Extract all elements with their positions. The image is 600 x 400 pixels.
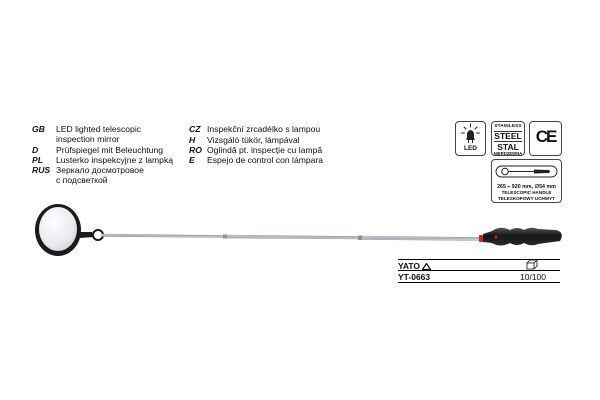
- table-bottom-rule: [398, 282, 560, 283]
- dimensions-label: 265 ÷ 920 mm, ∅54 mm: [497, 184, 556, 190]
- lang-text: с подсветкой: [56, 175, 108, 185]
- lang-text: LED lighted telescopic: [56, 124, 142, 134]
- telescopic-handle-pl: TELESKOPOWY UCHWYT: [497, 195, 556, 201]
- packing-quantity: 10/100: [520, 272, 546, 282]
- lang-code: CZ: [189, 124, 201, 134]
- brand-triangle-icon: [421, 261, 433, 270]
- lang-text: Lusterko inspekcyjne z lampką: [56, 155, 174, 165]
- ce-mark: CE: [535, 127, 558, 146]
- inspection-mirror-image: [35, 204, 562, 256]
- telescopic-mirror-icon: [495, 165, 558, 178]
- package-box-icon: [526, 259, 538, 270]
- lang-text: Inspekční zrcadélko s lampou: [207, 124, 321, 134]
- led-bulb-icon: [461, 123, 480, 143]
- lang-text: Prüfspiegel mit Beleuchtung: [56, 145, 164, 155]
- ce-badge: CE: [529, 121, 562, 156]
- led-badge: LED: [455, 121, 486, 156]
- lang-text: Зеркало досмотровое: [56, 165, 144, 175]
- steel-label: STEEL: [494, 130, 522, 143]
- table-middle-rule: [398, 270, 560, 271]
- lang-code: PL: [32, 155, 43, 165]
- brand-logo: YATO: [398, 261, 433, 271]
- lang-code: D: [32, 145, 39, 155]
- lang-code: RUS: [32, 165, 51, 175]
- stainless-steel-badge: STAINLESS STEEL STAL NIERDZEWNA: [491, 121, 525, 156]
- lang-text: inspection mirror: [56, 134, 120, 144]
- lang-text: Vizsgáló tükör, lámpával: [207, 135, 300, 145]
- stainless-label: STAINLESS: [494, 124, 522, 129]
- lang-text: Oglindă pt. inspecție cu lampă: [207, 145, 323, 155]
- lang-text: Espejo de control con lámpara: [207, 155, 324, 165]
- nierdzewna-label: NIERDZEWNA: [493, 151, 523, 157]
- brand-name: YATO: [398, 261, 421, 271]
- telescopic-handle-badge: 265 ÷ 920 mm, ∅54 mm TELESCOPIC HANDLE T…: [491, 159, 562, 203]
- model-number: YT-0663: [398, 272, 431, 282]
- lang-code: E: [189, 155, 195, 165]
- lang-code: H: [189, 135, 196, 145]
- table-top-rule: [398, 259, 560, 260]
- lang-code: RO: [189, 145, 202, 155]
- telescopic-handle-en: TELESCOPIC HANDLE: [501, 190, 552, 195]
- stal-label: STAL: [497, 142, 519, 153]
- led-label: LED: [464, 145, 477, 152]
- lang-code: GB: [32, 124, 45, 134]
